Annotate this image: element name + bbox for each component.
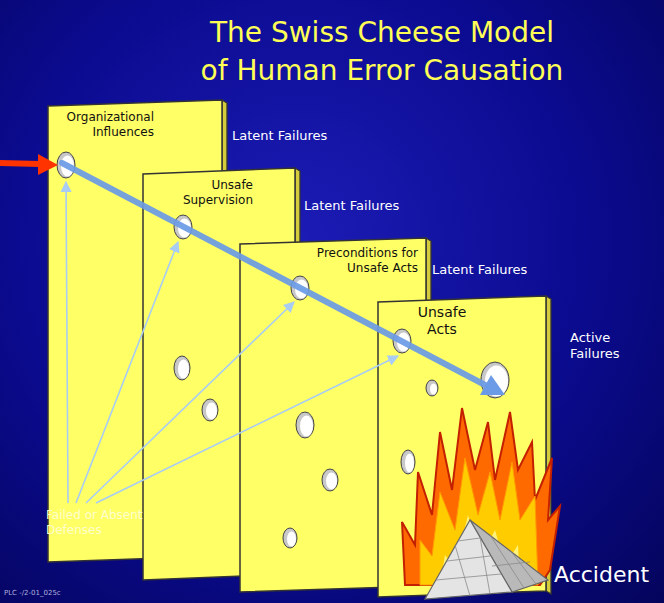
cheese-hole [296, 412, 314, 438]
cheese-hole [283, 528, 297, 548]
grid-line [455, 545, 470, 596]
hole-rim [481, 362, 509, 398]
hole-rim [401, 450, 415, 474]
title: The Swiss Cheese Model of Human Error Ca… [196, 14, 568, 90]
trajectory-line [62, 163, 487, 386]
label-holder: Accident [554, 562, 660, 588]
label-holder: Active Failures [570, 330, 640, 362]
hole-rim [202, 399, 218, 421]
hole-rim [322, 469, 338, 491]
grid-line [458, 538, 480, 541]
slice-title: Preconditions for Unsafe Acts [304, 246, 418, 276]
hole-rim [296, 412, 314, 438]
defense-arrow [86, 302, 294, 503]
trajectory-head [480, 375, 505, 395]
tent-front [425, 520, 512, 599]
wreck-tent [425, 520, 548, 599]
accident-label: Accident [554, 562, 660, 588]
grid-line [510, 550, 536, 584]
label-holder: Latent Failures [304, 198, 416, 214]
hole-rim [174, 356, 190, 380]
cheese-hole [401, 450, 415, 474]
grid-line [492, 562, 530, 566]
defense-arrows [66, 182, 398, 503]
hole-inside [287, 532, 296, 547]
hazard-arrow [0, 154, 58, 175]
grid-line [480, 537, 490, 594]
hole-rim [283, 528, 297, 548]
tent-grid [436, 535, 536, 596]
failure-label: Latent Failures [432, 262, 544, 278]
hole-inside [326, 473, 337, 490]
title-holder: The Swiss Cheese Model of Human Error Ca… [196, 14, 568, 90]
slice-title: Unsafe Supervision [175, 178, 253, 208]
cheese-hole [202, 399, 218, 421]
defense-arrow [96, 356, 398, 503]
label-holder: Failed or Absent Defenses [46, 508, 164, 538]
hole-inside [206, 403, 217, 420]
failure-label: Active Failures [570, 330, 640, 362]
slice-title: Unsafe Acts [414, 304, 470, 338]
hazard-line [0, 163, 40, 164]
cheese-hole [174, 356, 190, 380]
hole-inside [178, 360, 189, 379]
trajectory-arrow [62, 163, 505, 395]
cheese-hole [322, 469, 338, 491]
cheese-hole [426, 380, 438, 396]
defense-label: Failed or Absent Defenses [46, 508, 164, 538]
hole-inside [405, 454, 414, 473]
slice-title: Organizational Influences [54, 110, 154, 140]
defense-arrow [66, 182, 68, 503]
failure-label: Latent Failures [232, 128, 344, 144]
label-holder: Latent Failures [232, 128, 344, 144]
cheese-hole [481, 362, 509, 398]
grid-line [436, 574, 501, 580]
hazard-head [38, 154, 58, 175]
slide-code: PLC -/2-01_025c [4, 589, 124, 598]
label-holder: PLC -/2-01_025c [4, 589, 124, 598]
hole-inside [300, 416, 313, 437]
failure-label: Latent Failures [304, 198, 416, 214]
hole-rim [426, 380, 438, 396]
label-holder: Latent Failures [432, 262, 544, 278]
hole-inside [430, 384, 437, 395]
